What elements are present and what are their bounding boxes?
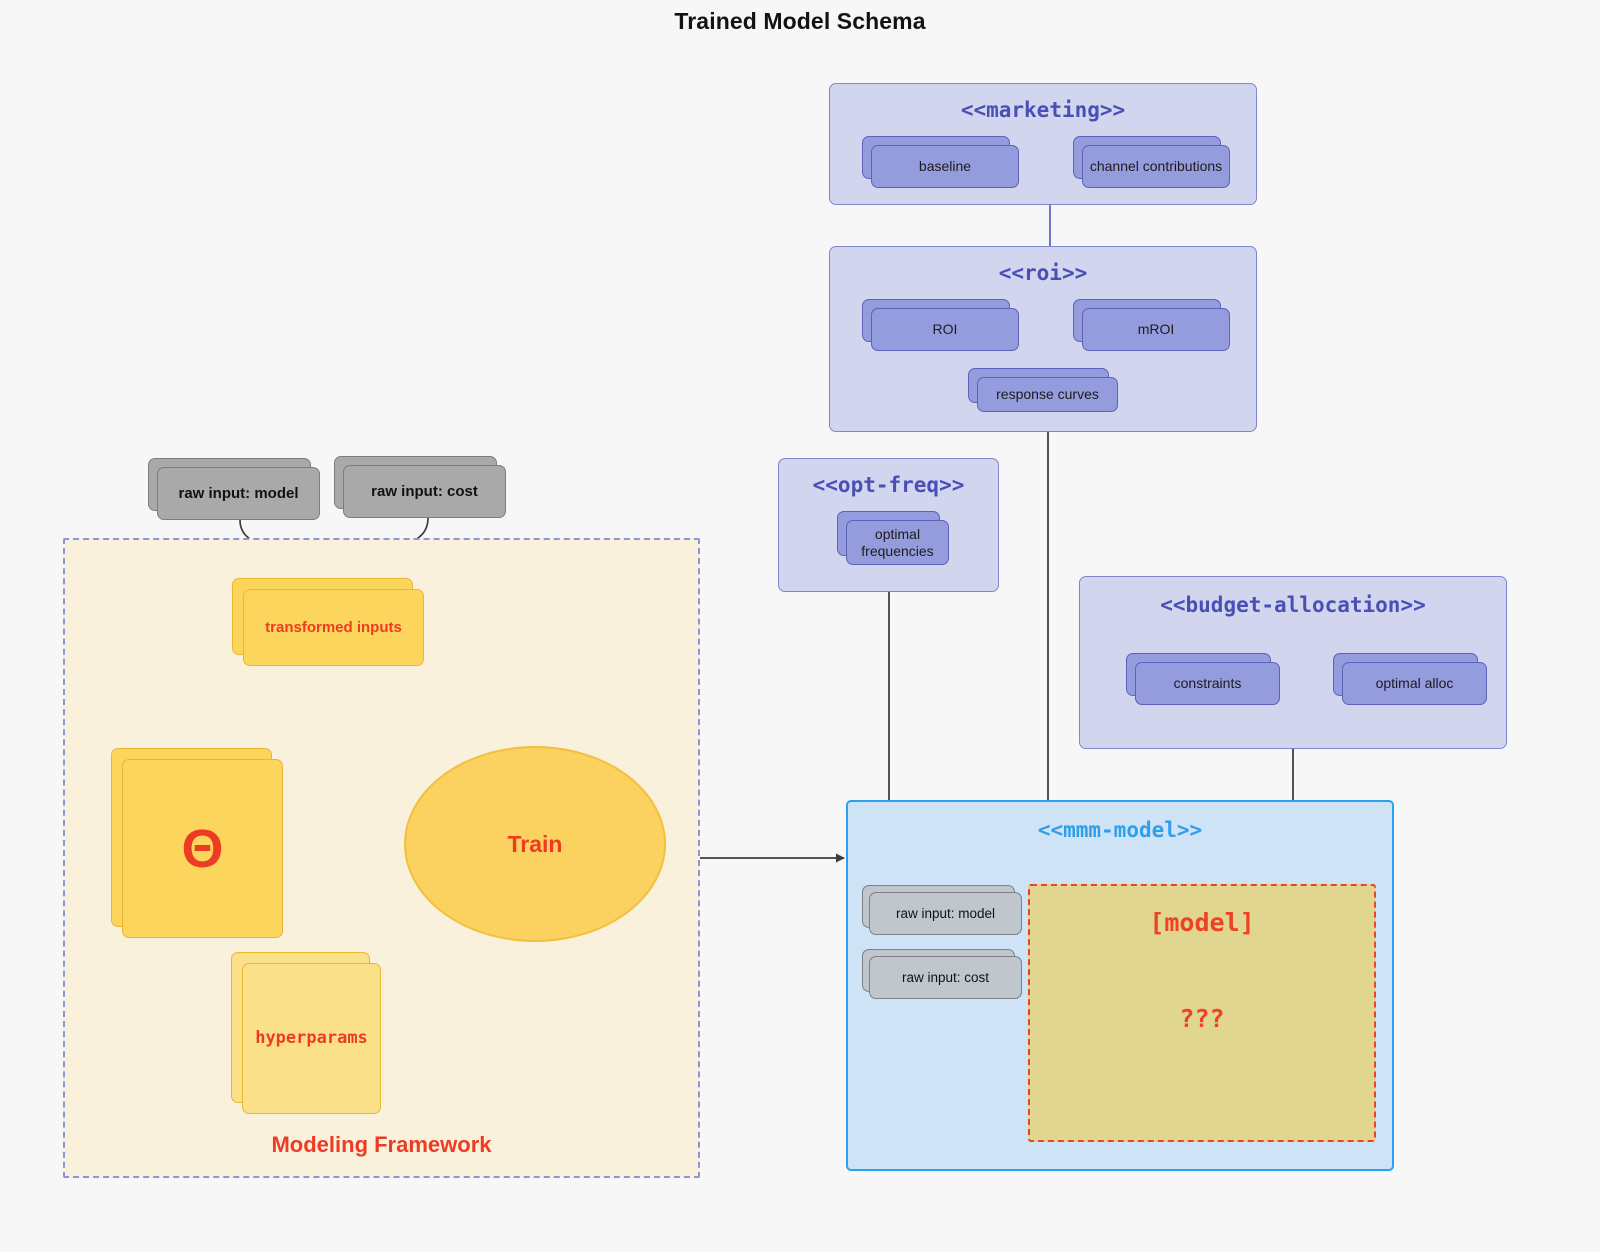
model-placeholder-unknown: ???	[1179, 1004, 1225, 1033]
card-front-label: optimal frequencies	[846, 520, 949, 565]
package-opt-freq[interactable]: <<opt-freq>> optimal frequencies	[778, 458, 999, 592]
package-marketing-title: <<marketing>>	[960, 98, 1126, 122]
package-budget-allocation-title: <<budget-allocation>>	[1160, 593, 1426, 617]
card-front-label: raw input: model	[869, 892, 1022, 935]
card-front-label: Θ	[122, 759, 283, 938]
card-raw-input-cost[interactable]: raw input: cost	[862, 949, 1022, 999]
package-marketing[interactable]: <<marketing>> baseline channel contribut…	[829, 83, 1257, 205]
card-baseline[interactable]: baseline	[862, 136, 1019, 188]
train-node-label: Train	[507, 830, 563, 857]
card-front-label: baseline	[871, 145, 1019, 188]
model-placeholder-box[interactable]: [model] ???	[1028, 884, 1376, 1142]
card-front-label: mROI	[1082, 308, 1230, 351]
card-mroi[interactable]: mROI	[1073, 299, 1230, 351]
card-hyperparams[interactable]: hyperparams	[231, 952, 381, 1114]
card-front-label: transformed inputs	[243, 589, 424, 666]
card-theta[interactable]: Θ	[111, 748, 283, 938]
card-raw-input-model[interactable]: raw input: model	[862, 885, 1022, 935]
card-channel-contributions[interactable]: channel contributions	[1073, 136, 1230, 188]
card-label-line1: optimal	[874, 525, 921, 542]
package-budget-allocation[interactable]: <<budget-allocation>> constraints optima…	[1079, 576, 1507, 749]
card-transformed-inputs[interactable]: transformed inputs	[232, 578, 424, 666]
card-front-label: ROI	[871, 308, 1019, 351]
card-response-curves[interactable]: response curves	[968, 368, 1118, 412]
model-placeholder-title: [model]	[1149, 908, 1255, 937]
card-front-label: response curves	[977, 377, 1118, 412]
card-raw-input-cost-outer[interactable]: raw input: cost	[334, 456, 506, 518]
package-roi-title: <<roi>>	[998, 261, 1088, 285]
card-raw-input-model-outer[interactable]: raw input: model	[148, 458, 320, 520]
page-title: Trained Model Schema	[674, 8, 926, 34]
card-front-label: hyperparams	[242, 963, 381, 1114]
card-front-label: optimal alloc	[1342, 662, 1487, 705]
theta-glyph: Θ	[181, 818, 224, 879]
card-optimal-alloc[interactable]: optimal alloc	[1333, 653, 1487, 705]
card-roi[interactable]: ROI	[862, 299, 1019, 351]
card-optimal-frequencies[interactable]: optimal frequencies	[837, 511, 949, 565]
card-front-label: channel contributions	[1082, 145, 1230, 188]
package-mmm-model[interactable]: <<mmm-model>> raw input: model raw input…	[846, 800, 1394, 1171]
package-roi[interactable]: <<roi>> ROI mROI response curves	[829, 246, 1257, 432]
card-front-label: raw input: model	[157, 467, 320, 520]
card-front-label: raw input: cost	[343, 465, 506, 518]
card-front-label: constraints	[1135, 662, 1280, 705]
package-opt-freq-title: <<opt-freq>>	[812, 473, 965, 497]
package-mmm-model-title: <<mmm-model>>	[1037, 818, 1203, 842]
modeling-framework-label: Modeling Framework	[271, 1132, 492, 1157]
card-label-line2: frequencies	[861, 542, 934, 559]
card-front-label: raw input: cost	[869, 956, 1022, 999]
train-node[interactable]: Train	[404, 746, 666, 942]
card-constraints[interactable]: constraints	[1126, 653, 1280, 705]
